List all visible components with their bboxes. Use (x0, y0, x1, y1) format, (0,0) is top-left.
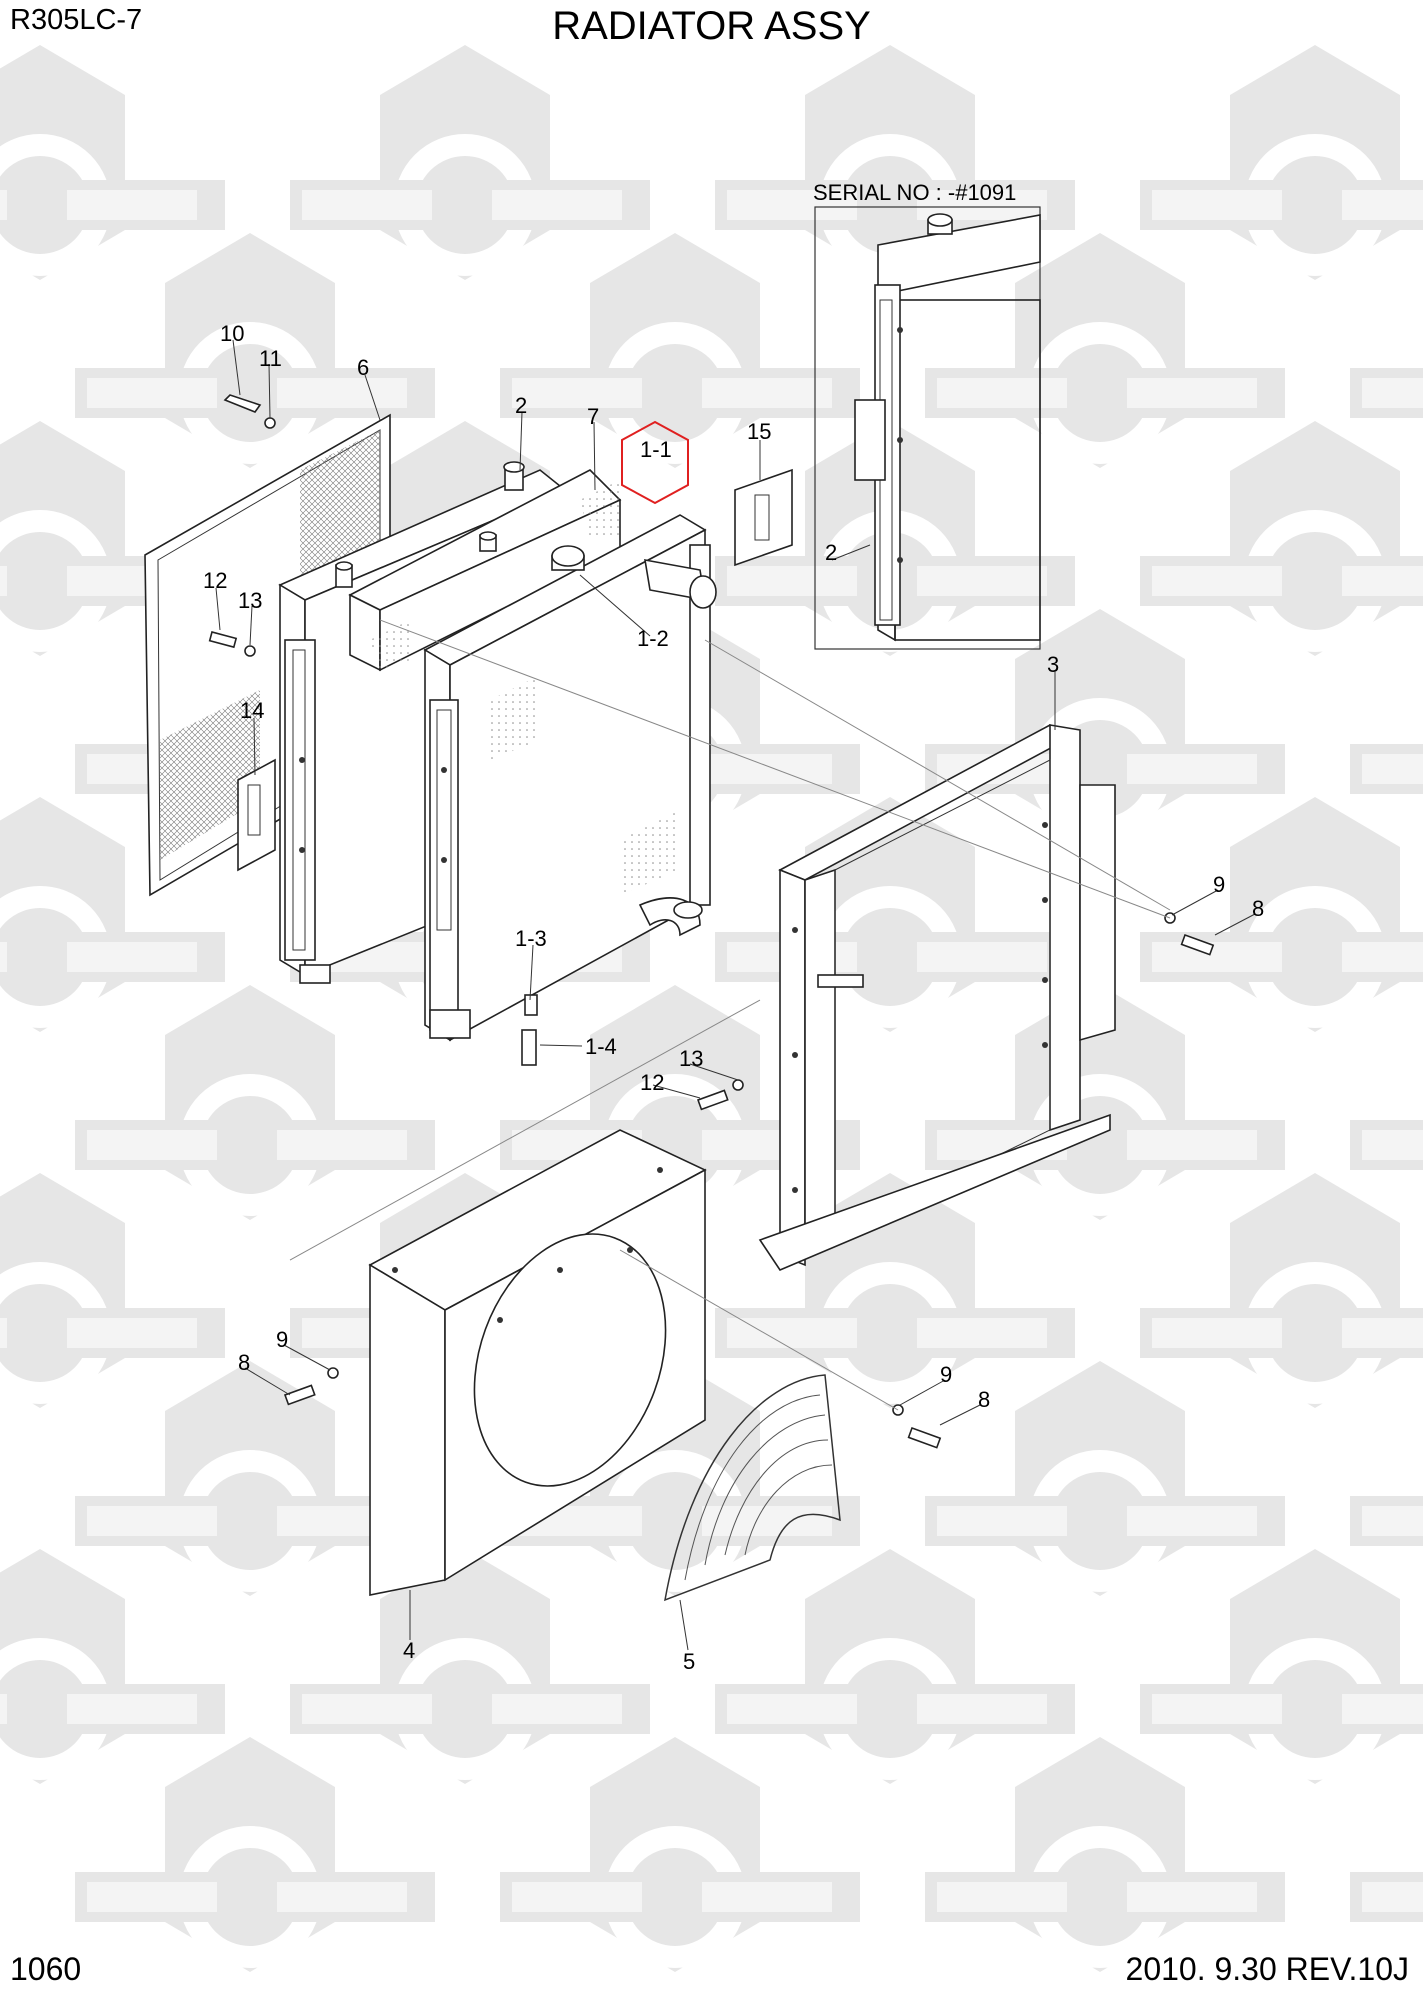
callout-8[interactable]: 8 (1252, 896, 1264, 921)
watermark-logo-tile (1140, 797, 1423, 1032)
watermark-logo-tile (1350, 1737, 1423, 1972)
callout-14[interactable]: 14 (240, 698, 264, 723)
watermark-logo-tile (925, 1737, 1285, 1972)
highlight-hexagon-1-1[interactable] (621, 420, 689, 505)
fasteners (208, 394, 1215, 1449)
callout-7[interactable]: 7 (587, 404, 599, 429)
part-3-frame (758, 724, 1116, 1271)
callout-8[interactable]: 8 (978, 1387, 990, 1412)
watermark-logo-tile (1350, 985, 1423, 1220)
watermark-logo-tile (1350, 1361, 1423, 1596)
watermark-logo-tile (75, 985, 435, 1220)
callout-1-3[interactable]: 1-3 (515, 926, 547, 951)
page-title: RADIATOR ASSY (552, 4, 871, 48)
part-14-bracket (237, 758, 276, 872)
page-number: 1060 (10, 1951, 82, 1987)
callouts: 10 11 6 2 7 1-1 15 SERIAL NO : -#1091 2 … (203, 180, 1264, 1674)
part-4-shroud (368, 1129, 707, 1596)
callout-12[interactable]: 12 (640, 1070, 664, 1095)
callout-1-1[interactable]: 1-1 (640, 437, 672, 462)
watermark (0, 45, 1423, 1972)
watermark-logo-tile (0, 45, 225, 280)
callout-6[interactable]: 6 (357, 355, 369, 380)
callout-15[interactable]: 15 (747, 419, 771, 444)
watermark-logo-tile (0, 1549, 225, 1784)
callout-13[interactable]: 13 (238, 588, 262, 613)
inset-serial-label: SERIAL NO : -#1091 (813, 180, 1016, 205)
watermark-logo-tile (1350, 609, 1423, 844)
watermark-logo-tile (500, 1737, 860, 1972)
leader-lines (215, 339, 1256, 1651)
inset-serial-variant (814, 206, 1041, 650)
revision-date: 2010. 9.30 REV.10J (1125, 1951, 1409, 1987)
callout-10[interactable]: 10 (220, 321, 244, 346)
watermark-logo-tile (715, 1549, 1075, 1784)
callout-9[interactable]: 9 (276, 1327, 288, 1352)
part-15-bracket (734, 468, 793, 567)
model-number: R305LC-7 (10, 4, 143, 36)
part-1-radiator (423, 514, 717, 1066)
watermark-logo-tile (1350, 233, 1423, 468)
watermark-logo-tile (75, 1737, 435, 1972)
watermark-logo-tile (290, 1549, 650, 1784)
callout-9[interactable]: 9 (940, 1362, 952, 1387)
watermark-logo-tile (0, 1173, 225, 1408)
watermark-logo-tile (1140, 45, 1423, 280)
callout-8[interactable]: 8 (238, 1350, 250, 1375)
watermark-logo-tile (1140, 421, 1423, 656)
callout-2[interactable]: 2 (515, 393, 527, 418)
callout-1-4[interactable]: 1-4 (585, 1034, 617, 1059)
watermark-logo-tile (1140, 1549, 1423, 1784)
watermark-logo-tile (290, 45, 650, 280)
callout-3[interactable]: 3 (1047, 652, 1059, 677)
inset-callout-2[interactable]: 2 (825, 540, 837, 565)
callout-1-2[interactable]: 1-2 (637, 626, 669, 651)
watermark-logo-tile (500, 233, 860, 468)
callout-9[interactable]: 9 (1213, 872, 1225, 897)
watermark-logo-tile (1140, 1173, 1423, 1408)
callout-5[interactable]: 5 (683, 1649, 695, 1674)
callout-12[interactable]: 12 (203, 568, 227, 593)
part-5-fan-guard (664, 1374, 841, 1602)
callout-11[interactable]: 11 (259, 346, 282, 371)
callout-13[interactable]: 13 (679, 1046, 703, 1071)
callout-4[interactable]: 4 (403, 1638, 415, 1663)
